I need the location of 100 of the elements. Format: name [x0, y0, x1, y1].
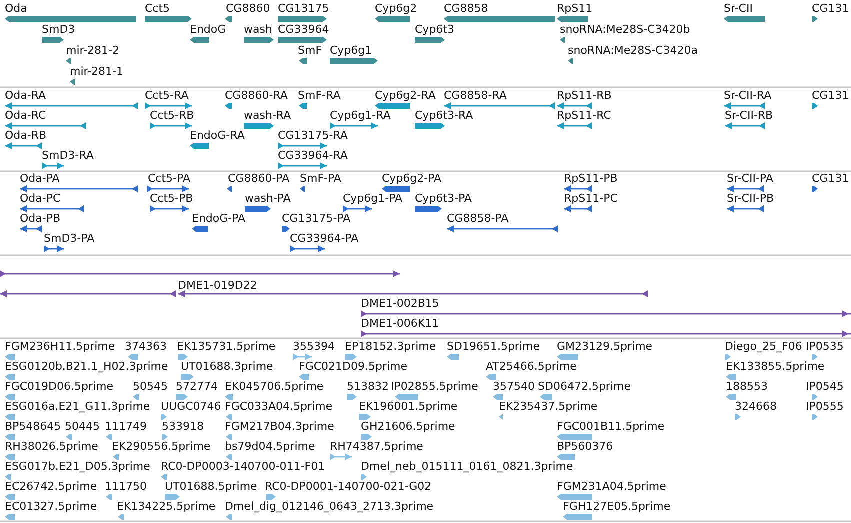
feature-label: IP0555	[806, 401, 844, 413]
feature-label: mir-281-2	[66, 45, 120, 57]
feature-label: EndoG-RA	[190, 130, 245, 142]
feature-label: Oda-RC	[5, 110, 46, 122]
feature-label: CG131	[812, 90, 850, 102]
feature-label: IP02855.5prime	[391, 381, 478, 393]
feature-label: CG8858-PA	[447, 213, 509, 225]
feature-label: FGC001B11.5prime	[557, 421, 665, 433]
feature-label: wash	[244, 24, 272, 36]
feature-label: FGC021D09.5prime	[299, 361, 408, 373]
feature-label: SmF	[298, 45, 322, 57]
feature-label: RH38026.5prime	[5, 441, 98, 453]
feature-label: SmF-RA	[298, 90, 341, 102]
feature-label: RH74387.5prime	[330, 441, 424, 453]
feature-label: FGH127E05.5prime	[563, 501, 671, 513]
feature-label: SD06472.5prime	[538, 381, 631, 393]
feature-label: CG8860-RA	[225, 90, 288, 102]
feature-label: Oda-PC	[20, 193, 61, 205]
feature-label: EndoG	[190, 24, 226, 36]
feature-label: Oda	[5, 3, 28, 15]
feature-label: ESG0120b.B21.1_H02.3prime	[5, 361, 168, 373]
feature-label: Oda-RA	[5, 90, 46, 102]
feature-label: IP0545	[806, 381, 844, 393]
feature-label: GH21606.5prime	[361, 421, 456, 433]
feature-label: Oda-RB	[5, 130, 47, 142]
feature-label: RC0-DP0003-140700-011-F01	[161, 461, 326, 473]
feature-label: Oda-PB	[20, 213, 61, 225]
feature-label: CG13175-PA	[282, 213, 351, 225]
feature-label: Dmel_neb_015111_0161_0821.3prime	[361, 461, 574, 473]
feature-label: 513832	[347, 381, 389, 393]
feature-label: Cct5-RB	[150, 110, 194, 122]
feature-label: FGC019D06.5prime	[5, 381, 114, 393]
feature-label: Cct5-PA	[148, 173, 190, 185]
feature-label: EK134225.5prime	[117, 501, 216, 513]
feature-label: EndoG-PA	[192, 213, 246, 225]
feature-label: EK045706.5prime	[225, 381, 324, 393]
feature-label: Sr-CII	[724, 3, 753, 15]
feature-label: UT01688.3prime	[181, 361, 274, 373]
feature-label: RpS11-RB	[557, 90, 612, 102]
feature-label: Cyp6g1	[330, 45, 372, 57]
feature-label: Sr-CII-PB	[727, 193, 774, 205]
feature-label: 374363	[125, 341, 167, 353]
feature-label: RC0-DP0001-140700-021-G02	[265, 481, 432, 493]
feature-label: snoRNA:Me28S-C3420b	[560, 24, 690, 36]
feature-label: DME1-019D22	[178, 280, 258, 292]
feature-label: FGM231A04.5prime	[557, 481, 666, 493]
feature-label: CG33964	[278, 24, 330, 36]
feature-label: Dmel_dig_012146_0643_2713.3prime	[225, 501, 434, 513]
feature-label: UUGC0746	[161, 401, 222, 413]
feature-label: ESG016a.E21_G11.3prime	[5, 401, 150, 413]
feature-label: wash-PA	[245, 193, 291, 205]
feature-label: CG8858-RA	[444, 90, 507, 102]
feature-label: 357540	[493, 381, 535, 393]
feature-label: CG8858	[444, 3, 488, 15]
feature-label: Cyp6t3-RA	[415, 110, 474, 122]
feature-label: RpS11-RC	[557, 110, 612, 122]
feature-label: 50445	[65, 421, 100, 433]
feature-label: 111750	[105, 481, 147, 493]
feature-label: Diego_25_F06	[725, 341, 802, 353]
feature-label: SmD3	[42, 24, 76, 36]
feature-label: 324668	[735, 401, 777, 413]
feature-label: 111749	[105, 421, 147, 433]
feature-label: FGM217B04.3prime	[225, 421, 334, 433]
feature-label: EP18152.3prime	[345, 341, 436, 353]
feature-label: snoRNA:Me28S-C3420a	[568, 45, 698, 57]
feature-label: SD19651.5prime	[447, 341, 540, 353]
feature-label: CG33964-RA	[278, 150, 348, 162]
feature-label: EK235437.5prime	[499, 401, 598, 413]
feature-label: 533918	[162, 421, 204, 433]
feature-label: Sr-CII-PA	[727, 173, 774, 185]
feature-label: Cyp6g2-RA	[375, 90, 436, 102]
feature-label: 572774	[176, 381, 218, 393]
feature-label: Cyp6g1-RA	[330, 110, 391, 122]
feature-label: Cct5-RA	[145, 90, 189, 102]
feature-label: RpS11-PB	[564, 173, 618, 185]
feature-label: 50545	[133, 381, 168, 393]
feature-label: CG33964-PA	[290, 233, 359, 245]
feature-label: Cyp6g2	[375, 3, 418, 15]
feature-label: IP0535	[806, 341, 844, 353]
feature-label: CG13175-RA	[278, 130, 348, 142]
feature-label: CG131	[812, 3, 850, 15]
feature-label: 355394	[293, 341, 335, 353]
feature-label: Cyp6t3	[415, 24, 454, 36]
feature-label: EK135731.5prime	[177, 341, 276, 353]
feature-label: Cct5-PB	[150, 193, 194, 205]
feature-label: EK290556.5prime	[112, 441, 211, 453]
feature-label: BP548645	[5, 421, 62, 433]
feature-label: 188553	[726, 381, 768, 393]
feature-label: EC01327.5prime	[5, 501, 98, 513]
feature-label: Cct5	[145, 3, 170, 15]
feature-label: ESG017b.E21_D05.3prime	[5, 461, 150, 473]
feature-label: wash-RA	[244, 110, 292, 122]
feature-label: UT01688.5prime	[165, 481, 258, 493]
feature-label: CG8860	[226, 3, 270, 15]
feature-label: FGC033A04.5prime	[225, 401, 333, 413]
feature-label: FGM236H11.5prime	[5, 341, 116, 353]
feature-label: EC26742.5prime	[5, 481, 98, 493]
feature-label: Cyp6t3-PA	[415, 193, 472, 205]
feature-label: CG131	[812, 173, 850, 185]
feature-label: RpS11	[557, 3, 593, 15]
